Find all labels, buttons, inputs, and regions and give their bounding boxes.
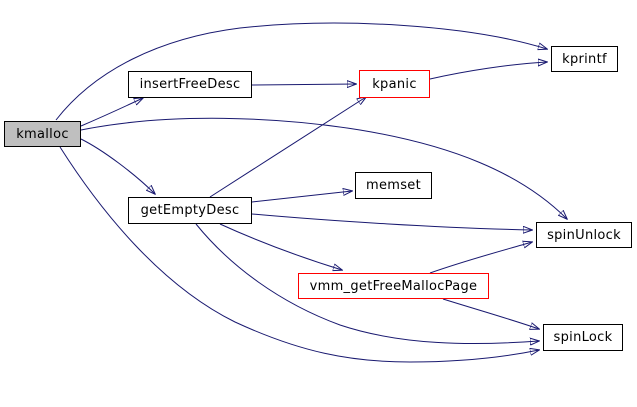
edge-kpanic-to-kprintf [429,62,547,80]
node-vmm_getFreeMallocPage[interactable]: vmm_getFreeMallocPage [298,273,489,299]
edge-getEmptyDesc-to-spinUnlock [251,213,532,230]
node-spinUnlock[interactable]: spinUnlock [536,222,632,248]
node-kpanic[interactable]: kpanic [359,70,430,98]
edge-vmm_getFreeMallocPage-to-spinUnlock [429,242,532,274]
node-kmalloc: kmalloc [4,121,81,147]
edge-getEmptyDesc-to-kpanic [209,97,366,198]
edge-kmalloc-to-kprintf [55,22,547,121]
edge-kmalloc-to-insertFreeDesc [80,98,143,127]
edge-getEmptyDesc-to-spinLock [195,223,539,344]
edge-insertFreeDesc-to-kpanic [251,84,356,85]
node-kprintf[interactable]: kprintf [551,46,618,72]
edge-kmalloc-to-spinUnlock [80,117,567,219]
node-memset[interactable]: memset [355,172,432,199]
node-getEmptyDesc[interactable]: getEmptyDesc [128,197,252,224]
edge-kmalloc-to-spinLock [59,146,539,363]
edge-kmalloc-to-getEmptyDesc [80,138,155,194]
edge-vmm_getFreeMallocPage-to-spinLock [442,298,539,329]
edge-getEmptyDesc-to-memset [251,191,352,203]
node-insertFreeDesc[interactable]: insertFreeDesc [128,71,252,98]
node-spinLock[interactable]: spinLock [543,324,623,351]
edge-getEmptyDesc-to-vmm_getFreeMallocPage [219,223,342,270]
